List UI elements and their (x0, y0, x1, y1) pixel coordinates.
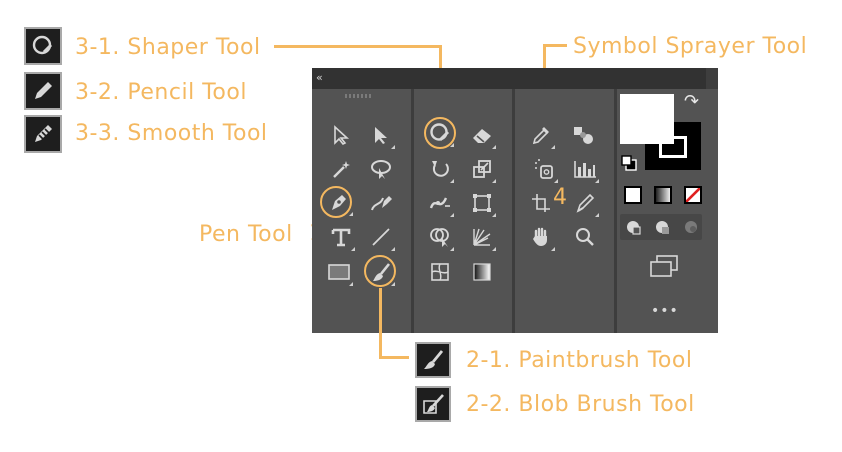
edit-toolbar-more-button[interactable]: ••• (651, 303, 679, 319)
slice-tool-icon[interactable] (570, 188, 600, 218)
panel-edge (706, 68, 718, 89)
width-tool-icon[interactable] (425, 188, 455, 218)
rotate-tool-icon[interactable] (425, 154, 455, 184)
shaper-tool-highlight (424, 117, 456, 149)
pen-tool-label: Pen Tool (199, 222, 293, 247)
eyedropper-tool-icon[interactable] (526, 120, 556, 150)
free-transform-tool-icon[interactable] (467, 188, 497, 218)
line-segment-tool-icon[interactable] (366, 222, 396, 252)
eraser-tool-icon[interactable] (467, 120, 497, 150)
paintbrush-tool-highlight (364, 255, 396, 287)
rectangle-tool-icon[interactable] (324, 257, 354, 287)
color-mode-button[interactable] (624, 186, 642, 204)
draw-behind-icon[interactable] (651, 216, 673, 238)
lasso-tool-icon[interactable] (366, 154, 396, 184)
pen-tool-highlight (320, 186, 352, 218)
paintbrush-tool-preview-icon (415, 342, 451, 378)
scale-tool-icon[interactable] (467, 154, 497, 184)
pencil-tool-label: 3-2. Pencil Tool (75, 80, 247, 105)
direct-selection-tool-icon[interactable] (366, 120, 396, 150)
sprayer-leader-line (543, 44, 567, 47)
panel-title-bar[interactable]: « (312, 68, 718, 89)
gradient-mode-button[interactable] (654, 186, 672, 204)
panel-grip[interactable] (345, 94, 373, 98)
blob-brush-tool-preview-icon (415, 386, 451, 422)
blend-tool-icon[interactable] (568, 120, 598, 150)
column-divider (614, 89, 617, 333)
column-graph-tool-icon[interactable] (570, 154, 600, 184)
shaper-tool-preview-icon (24, 27, 62, 65)
draw-inside-icon[interactable] (680, 216, 702, 238)
column-divider (512, 89, 515, 333)
shaper-leader-line (274, 45, 442, 48)
artboard-tool-icon[interactable] (526, 188, 556, 218)
curvature-tool-icon[interactable] (366, 187, 396, 217)
magic-wand-tool-icon[interactable] (326, 154, 356, 184)
blob-brush-tool-label: 2-2. Blob Brush Tool (466, 392, 695, 417)
collapse-panel-button[interactable]: « (316, 71, 323, 84)
paintbrush-tool-label: 2-1. Paintbrush Tool (466, 348, 693, 373)
fill-color-swatch[interactable] (620, 94, 674, 144)
selection-tool-icon[interactable] (326, 120, 356, 150)
symbol-sprayer-number: 4 (553, 185, 567, 210)
default-fill-stroke-icon[interactable] (621, 155, 637, 171)
none-mode-button[interactable] (684, 186, 702, 204)
symbol-sprayer-tool-label: Symbol Sprayer Tool (573, 34, 808, 59)
smooth-tool-label: 3-3. Smooth Tool (75, 121, 268, 146)
pencil-tool-preview-icon (24, 72, 62, 110)
draw-normal-icon[interactable] (622, 216, 644, 238)
hand-tool-icon[interactable] (526, 222, 556, 252)
perspective-grid-tool-icon[interactable] (467, 222, 497, 252)
shape-builder-tool-icon[interactable] (425, 222, 455, 252)
symbol-sprayer-tool-icon[interactable] (529, 154, 559, 184)
column-divider (411, 89, 414, 333)
type-tool-icon[interactable] (326, 222, 356, 252)
change-screen-mode-icon[interactable] (647, 254, 681, 280)
smooth-tool-preview-icon (24, 115, 62, 153)
gradient-tool-icon[interactable] (467, 257, 497, 287)
shaper-tool-label: 3-1. Shaper Tool (75, 35, 261, 60)
paintbrush-leader-drop (379, 288, 382, 359)
paintbrush-leader-line (379, 356, 409, 359)
swap-fill-stroke-icon[interactable]: ↷ (684, 91, 700, 112)
zoom-tool-icon[interactable] (570, 222, 600, 252)
mesh-tool-icon[interactable] (425, 257, 455, 287)
